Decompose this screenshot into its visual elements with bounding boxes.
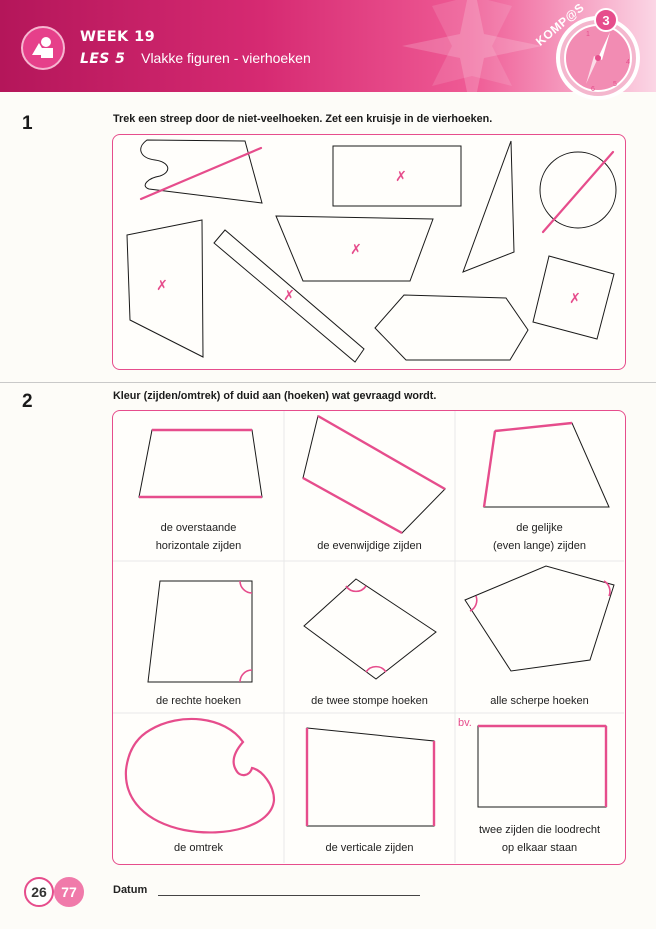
cell-7-caption: de omtrek: [174, 842, 223, 854]
star-decoration: [402, 0, 542, 92]
compass-number-6: 6: [591, 86, 595, 93]
cell-3-quadrilateral: [482, 421, 610, 508]
strike-line-wavy: [139, 146, 263, 201]
hexagon-shape: [374, 294, 529, 361]
left-quad-shape: [126, 219, 204, 358]
circle-shape: [539, 151, 617, 229]
cell-1-trapezoid: [138, 428, 263, 499]
cell-5-caption: de twee stompe hoeken: [311, 695, 428, 707]
exercise-1-frame: [112, 134, 626, 370]
compass-logo-icon: 3 4 5 6 1: [556, 8, 640, 100]
rectangle-shape: [332, 145, 462, 207]
cell-8-vertical-quad: [305, 727, 436, 827]
page-header: [0, 0, 656, 92]
exercise-2-frame: [112, 410, 626, 865]
cross-mark: ✗: [569, 291, 581, 307]
example-label: bv.: [458, 717, 472, 729]
cell-2-caption: de evenwijdige zijden: [317, 540, 422, 552]
compass-number-1: 1: [586, 31, 590, 38]
section-divider: [0, 382, 656, 383]
compass-number-5: 5: [613, 81, 617, 88]
page-number-left: 26: [24, 877, 54, 907]
cross-mark: ✗: [156, 278, 168, 294]
cell-3-caption: de gelijke (even lange) zijden: [493, 522, 586, 552]
les-number: LES 5: [80, 51, 126, 67]
cell-9-rectangle: [477, 724, 608, 808]
exercise-1-instruction: Trek een streep door de niet-veelhoeken.…: [113, 113, 493, 125]
exercise-2-instruction: Kleur (zijden/omtrek) of duid aan (hoeke…: [113, 390, 437, 402]
cross-mark: ✗: [283, 288, 295, 304]
cell-7-blob: [124, 717, 276, 834]
compass-number-3: 3: [602, 13, 609, 28]
cross-mark: ✗: [350, 242, 362, 258]
cell-9-caption: twee zijden die loodrecht op elkaar staa…: [478, 824, 601, 854]
week-title: WEEK 19: [80, 29, 156, 45]
exercise-1-number: 1: [22, 113, 33, 134]
trapezoid-shape: [275, 215, 434, 282]
lesson-title: LES 5 Vlakke figuren - vierhoeken: [80, 50, 311, 67]
cell-4-caption: de rechte hoeken: [155, 695, 241, 707]
strike-line-circle: [541, 150, 615, 234]
cell-8-caption: de verticale zijden: [325, 842, 414, 854]
compass-number-4: 4: [626, 59, 630, 66]
long-strip-shape: [213, 229, 365, 363]
exercise-2-number: 2: [22, 391, 33, 412]
cell-5-rhombus: [303, 578, 437, 680]
lesson-subject: Vlakke figuren - vierhoeken: [141, 50, 311, 66]
cell-4-right-angle-quad: [147, 580, 253, 683]
page-number-right: 77: [54, 877, 84, 907]
datum-label: Datum: [113, 884, 148, 896]
shapes-logo-icon: [21, 26, 65, 70]
cell-6-caption: alle scherpe hoeken: [490, 695, 589, 707]
cell-1-caption: de overstaande horizontale zijden: [155, 522, 242, 552]
cell-2-parallelogram: [302, 414, 446, 535]
wavy-shape: [140, 139, 263, 204]
datum-write-line[interactable]: [158, 895, 420, 896]
rotated-square-shape: [532, 255, 615, 340]
thin-triangle-shape: [462, 140, 515, 273]
cross-mark: ✗: [395, 169, 407, 185]
cell-6-pentagon: [464, 565, 615, 672]
